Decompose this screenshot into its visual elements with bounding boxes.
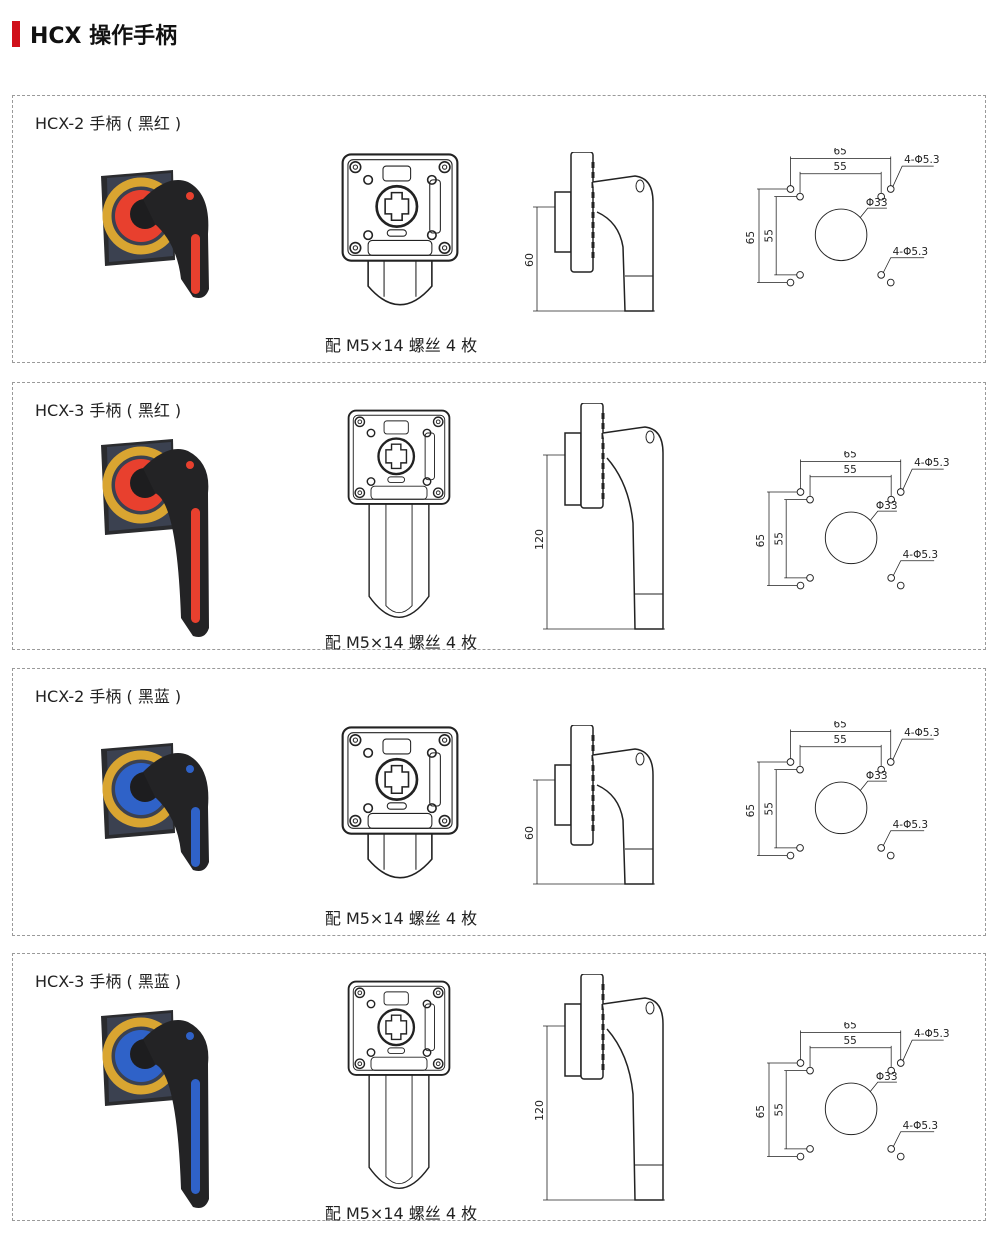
center-hole-dim: Φ33	[866, 770, 888, 782]
page-title: HCX 操作手柄	[30, 24, 178, 49]
outer-spacing-dim: 65	[833, 721, 846, 731]
front-view-drawing	[335, 721, 465, 895]
side-view-drawing: 60	[523, 724, 675, 894]
product-label: HCX-2 手柄 ( 黑红 )	[35, 114, 182, 133]
inner-spacing-dim: 55	[833, 161, 846, 173]
page-heading: HCX 操作手柄	[12, 18, 177, 50]
inner-spacing-dim-vertical: 55	[763, 802, 775, 815]
center-hole-dim: Φ33	[866, 197, 888, 209]
bolt-hole-dim: 4-Φ5.3	[904, 727, 939, 739]
side-view-drawing: 120	[533, 402, 685, 639]
outer-spacing-dim-vertical: 65	[745, 231, 757, 244]
inner-spacing-dim-vertical: 55	[773, 1103, 785, 1116]
screw-caption: 配 M5×14 螺丝 4 枚	[324, 909, 478, 928]
bolt-hole-dim: 4-Φ5.3	[904, 154, 939, 166]
inner-spacing-dim: 55	[843, 464, 856, 476]
front-view-drawing	[343, 401, 455, 637]
product-photo	[93, 423, 223, 652]
outer-spacing-dim: 65	[843, 451, 856, 461]
bolt-hole-dim: 4-Φ5.3	[914, 1028, 949, 1040]
bolt-hole-dim: 4-Φ5.3	[903, 1120, 938, 1132]
product-panel: HCX-3 手柄 ( 黑蓝 ) 配 M5×14 螺丝 4 枚 120 65 55…	[12, 953, 986, 1223]
product-photo	[93, 164, 223, 308]
front-view-drawing	[335, 148, 465, 322]
product-label: HCX-3 手柄 ( 黑红 )	[35, 401, 182, 420]
product-panel: HCX-2 手柄 ( 黑蓝 ) 配 M5×14 螺丝 4 枚 60 65 55 …	[12, 668, 986, 936]
bolt-hole-dim: 4-Φ5.3	[893, 246, 928, 258]
bolt-hole-dim: 4-Φ5.3	[903, 549, 938, 561]
heading-accent-bar	[12, 21, 20, 47]
center-hole-dim: Φ33	[876, 1071, 898, 1083]
screw-caption: 配 M5×14 螺丝 4 枚	[324, 1204, 478, 1223]
outer-spacing-dim: 65	[843, 1022, 856, 1032]
mounting-hole-drawing: 65 55 65 55 Φ33 4-Φ5.3 4-Φ5.3	[738, 146, 948, 297]
product-panel: HCX-2 手柄 ( 黑红 ) 配 M5×14 螺丝 4 枚 60 65 55 …	[12, 95, 986, 363]
mounting-hole-drawing: 65 55 65 55 Φ33 4-Φ5.3 4-Φ5.3	[748, 1020, 958, 1171]
bolt-hole-dim: 4-Φ5.3	[893, 819, 928, 831]
mounting-hole-drawing: 65 55 65 55 Φ33 4-Φ5.3 4-Φ5.3	[748, 449, 958, 600]
screw-caption: 配 M5×14 螺丝 4 枚	[324, 336, 478, 355]
outer-spacing-dim: 65	[833, 148, 846, 158]
center-hole-dim: Φ33	[876, 500, 898, 512]
product-panel: HCX-3 手柄 ( 黑红 ) 配 M5×14 螺丝 4 枚 120 65 55…	[12, 382, 986, 652]
height-dimension: 60	[525, 826, 536, 840]
side-view-drawing: 60	[523, 151, 675, 321]
side-view-drawing: 120	[533, 973, 685, 1210]
mounting-hole-drawing: 65 55 65 55 Φ33 4-Φ5.3 4-Φ5.3	[738, 719, 948, 870]
inner-spacing-dim: 55	[833, 734, 846, 746]
product-photo	[93, 994, 223, 1223]
product-label: HCX-3 手柄 ( 黑蓝 )	[35, 972, 182, 991]
product-label: HCX-2 手柄 ( 黑蓝 )	[35, 687, 182, 706]
outer-spacing-dim-vertical: 65	[745, 804, 757, 817]
product-photo	[93, 737, 223, 881]
screw-caption: 配 M5×14 螺丝 4 枚	[324, 633, 478, 652]
bolt-hole-dim: 4-Φ5.3	[914, 457, 949, 469]
outer-spacing-dim-vertical: 65	[755, 1105, 767, 1118]
inner-spacing-dim-vertical: 55	[763, 229, 775, 242]
outer-spacing-dim-vertical: 65	[755, 534, 767, 547]
front-view-drawing	[343, 972, 455, 1208]
height-dimension: 120	[535, 529, 546, 550]
inner-spacing-dim-vertical: 55	[773, 532, 785, 545]
inner-spacing-dim: 55	[843, 1035, 856, 1047]
height-dimension: 120	[535, 1100, 546, 1121]
height-dimension: 60	[525, 253, 536, 267]
